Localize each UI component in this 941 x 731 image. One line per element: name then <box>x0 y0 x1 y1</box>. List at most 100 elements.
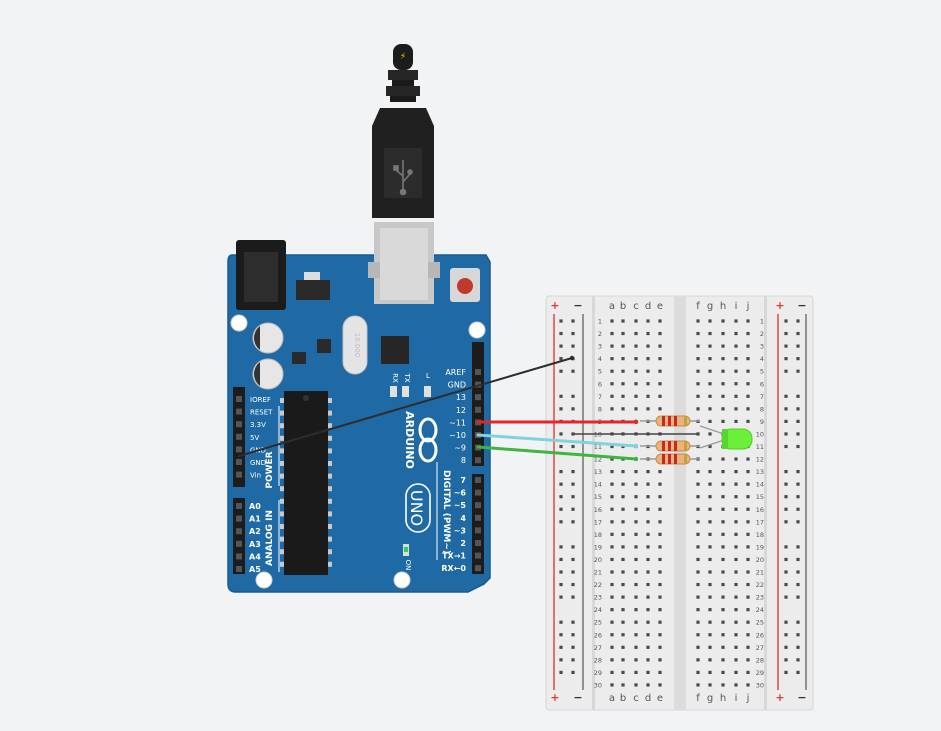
rail-hole[interactable] <box>559 470 563 474</box>
breadboard-hole[interactable] <box>721 645 725 649</box>
breadboard-hole[interactable] <box>708 457 712 461</box>
breadboard-hole[interactable] <box>634 482 638 486</box>
breadboard-hole[interactable] <box>658 582 662 587</box>
breadboard-hole[interactable] <box>621 545 625 549</box>
rail-hole[interactable] <box>784 557 788 562</box>
breadboard-hole[interactable] <box>634 507 638 511</box>
breadboard-hole[interactable] <box>646 507 650 511</box>
breadboard-hole[interactable] <box>734 482 738 486</box>
breadboard-hole[interactable] <box>634 470 638 474</box>
rail-hole[interactable] <box>796 557 800 562</box>
breadboard-hole[interactable] <box>721 369 725 373</box>
breadboard-hole[interactable] <box>696 570 700 574</box>
rail-hole[interactable] <box>796 470 800 474</box>
digital-header-bottom[interactable] <box>472 474 484 574</box>
breadboard-hole[interactable] <box>696 658 700 662</box>
breadboard-hole[interactable] <box>646 495 650 499</box>
breadboard-hole[interactable] <box>610 683 614 687</box>
breadboard-hole[interactable] <box>734 532 738 536</box>
rail-hole[interactable] <box>796 444 800 449</box>
breadboard-hole[interactable] <box>721 582 725 587</box>
pin9-wire[interactable] <box>476 445 638 461</box>
rail-hole[interactable] <box>796 369 800 373</box>
analog-pin-5[interactable] <box>236 566 242 572</box>
breadboard-hole[interactable] <box>634 595 638 599</box>
breadboard-hole[interactable] <box>646 557 650 562</box>
rail-hole[interactable] <box>784 545 788 549</box>
breadboard-hole[interactable] <box>721 419 725 423</box>
breadboard-hole[interactable] <box>696 482 700 486</box>
breadboard-hole[interactable] <box>658 557 662 562</box>
breadboard-hole[interactable] <box>634 570 638 574</box>
digital-pin-top-1[interactable] <box>475 381 481 388</box>
breadboard-hole[interactable] <box>621 331 625 336</box>
resistor-2[interactable] <box>640 440 700 452</box>
breadboard-hole[interactable] <box>746 683 750 687</box>
rail-hole[interactable] <box>796 595 800 599</box>
breadboard-hole[interactable] <box>658 545 662 549</box>
breadboard-hole[interactable] <box>746 394 750 398</box>
breadboard-hole[interactable] <box>696 595 700 599</box>
rail-hole[interactable] <box>796 407 800 411</box>
breadboard-hole[interactable] <box>658 407 662 411</box>
breadboard-hole[interactable] <box>610 545 614 549</box>
rail-hole[interactable] <box>559 658 563 662</box>
breadboard-hole[interactable] <box>721 407 725 411</box>
breadboard-hole[interactable] <box>621 520 625 524</box>
breadboard-hole[interactable] <box>621 470 625 474</box>
breadboard-hole[interactable] <box>746 595 750 599</box>
breadboard-hole[interactable] <box>696 683 700 687</box>
breadboard-hole[interactable] <box>734 407 738 411</box>
breadboard-hole[interactable] <box>610 608 614 612</box>
breadboard-hole[interactable] <box>696 545 700 549</box>
breadboard-hole[interactable] <box>746 620 750 624</box>
breadboard-hole[interactable] <box>610 582 614 587</box>
breadboard-hole[interactable] <box>746 507 750 511</box>
breadboard-hole[interactable] <box>708 620 712 624</box>
breadboard-hole[interactable] <box>734 331 738 336</box>
breadboard-hole[interactable] <box>610 369 614 373</box>
breadboard-hole[interactable] <box>634 520 638 524</box>
rail-hole[interactable] <box>559 570 563 574</box>
breadboard-hole[interactable] <box>708 608 712 612</box>
rail-hole[interactable] <box>559 645 563 649</box>
breadboard-hole[interactable] <box>634 582 638 587</box>
digital-pin-top-7[interactable] <box>475 457 481 464</box>
breadboard-hole[interactable] <box>610 532 614 536</box>
breadboard-hole[interactable] <box>658 645 662 649</box>
breadboard-hole[interactable] <box>708 545 712 549</box>
breadboard-hole[interactable] <box>634 382 638 386</box>
breadboard-hole[interactable] <box>658 507 662 511</box>
breadboard-hole[interactable] <box>696 645 700 649</box>
breadboard-hole[interactable] <box>658 319 662 323</box>
rail-hole[interactable] <box>571 495 575 499</box>
breadboard-hole[interactable] <box>734 507 738 511</box>
breadboard-hole[interactable] <box>746 457 750 461</box>
rail-hole[interactable] <box>796 394 800 398</box>
breadboard-hole[interactable] <box>746 495 750 499</box>
rail-hole[interactable] <box>784 482 788 486</box>
breadboard-hole[interactable] <box>721 344 725 348</box>
breadboard-hole[interactable] <box>708 582 712 587</box>
breadboard-hole[interactable] <box>708 382 712 386</box>
breadboard-hole[interactable] <box>634 557 638 562</box>
breadboard-hole[interactable] <box>734 394 738 398</box>
breadboard-hole[interactable] <box>746 331 750 336</box>
rail-hole[interactable] <box>571 394 575 398</box>
breadboard-hole[interactable] <box>646 382 650 386</box>
breadboard-hole[interactable] <box>746 532 750 536</box>
breadboard-hole[interactable] <box>621 369 625 373</box>
breadboard-hole[interactable] <box>708 331 712 336</box>
breadboard-hole[interactable] <box>734 470 738 474</box>
breadboard-hole[interactable] <box>610 344 614 348</box>
rail-hole[interactable] <box>571 444 575 449</box>
breadboard-hole[interactable] <box>610 670 614 674</box>
breadboard-hole[interactable] <box>734 595 738 599</box>
breadboard-hole[interactable] <box>708 683 712 687</box>
rail-hole[interactable] <box>784 344 788 348</box>
breadboard-hole[interactable] <box>610 382 614 386</box>
breadboard-hole[interactable] <box>708 532 712 536</box>
breadboard-hole[interactable] <box>610 658 614 662</box>
breadboard-hole[interactable] <box>621 670 625 674</box>
